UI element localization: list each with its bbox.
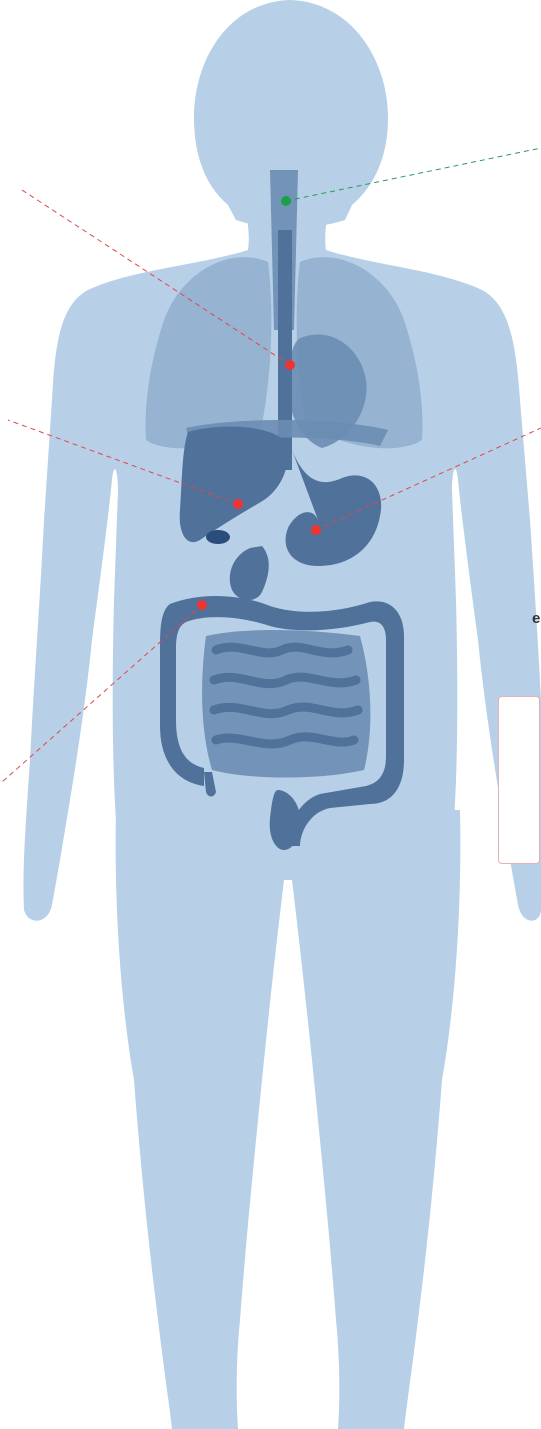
marker-colon[interactable] <box>197 600 207 610</box>
edge-label-text: e <box>532 610 540 627</box>
marker-stomach[interactable] <box>311 525 321 535</box>
marker-liver[interactable] <box>233 499 243 509</box>
marker-throat[interactable] <box>281 196 291 206</box>
marker-esophagus[interactable] <box>285 360 295 370</box>
info-box-edge <box>498 696 540 864</box>
gallbladder <box>206 530 230 544</box>
legs <box>116 810 461 1429</box>
